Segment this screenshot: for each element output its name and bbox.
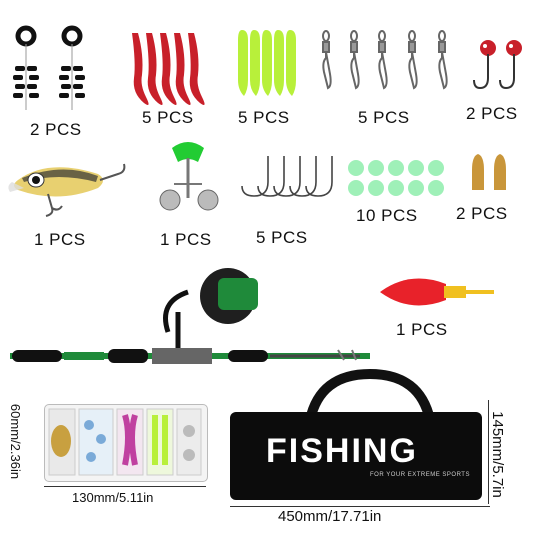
glow-beads-image [348,160,444,196]
bag-brand: FISHING [266,432,418,470]
jig-head-hooks-image [473,40,522,90]
bell-alarm-qty: 1 PCS [160,230,212,249]
float-bobber-image [380,278,494,306]
snap-swivels-qty: 5 PCS [358,108,410,127]
bullet-sinkers-image [472,154,506,190]
bell-alarm-image [159,142,219,211]
offset-hooks-qty: 5 PCS [256,228,308,247]
bag-height-label: 145mm/5.7in [488,411,506,498]
float-bobber-qty: 1 PCS [396,320,448,339]
snap-swivels-image [322,30,448,90]
soft-worm-lures-qty: 5 PCS [142,108,194,127]
bag-handle [305,368,435,422]
glow-beads-qty: 10 PCS [356,206,418,225]
soft-worm-lures-image [132,33,205,105]
bag-width-label: 450mm/17.71in [278,508,382,525]
telescopic-rod-reel-image [10,268,370,364]
crankbait-lure-image [8,163,126,217]
bag-width-line [230,506,490,507]
bobber-stoppers-qty: 2 PCS [30,120,82,139]
bag-height-line [488,400,489,504]
offset-hooks-image [241,156,333,197]
bag-tagline: FOR YOUR EXTREME SPORTS [370,472,470,478]
tackle-box-image [44,404,208,482]
tackle-box-width-line [44,486,206,487]
carry-bag: FISHING FOR YOUR EXTREME SPORTS [230,412,482,500]
bullet-sinkers-qty: 2 PCS [456,204,508,223]
soft-shad-lures-image [238,30,296,96]
tackle-box-height-label: 60mm/2.36in [8,403,24,480]
jig-head-hooks-qty: 2 PCS [466,104,518,123]
tackle-box-width-label: 130mm/5.11in [72,490,154,505]
crankbait-lure-qty: 1 PCS [34,230,86,249]
soft-shad-lures-qty: 5 PCS [238,108,290,127]
bobber-stoppers-image [13,25,85,110]
